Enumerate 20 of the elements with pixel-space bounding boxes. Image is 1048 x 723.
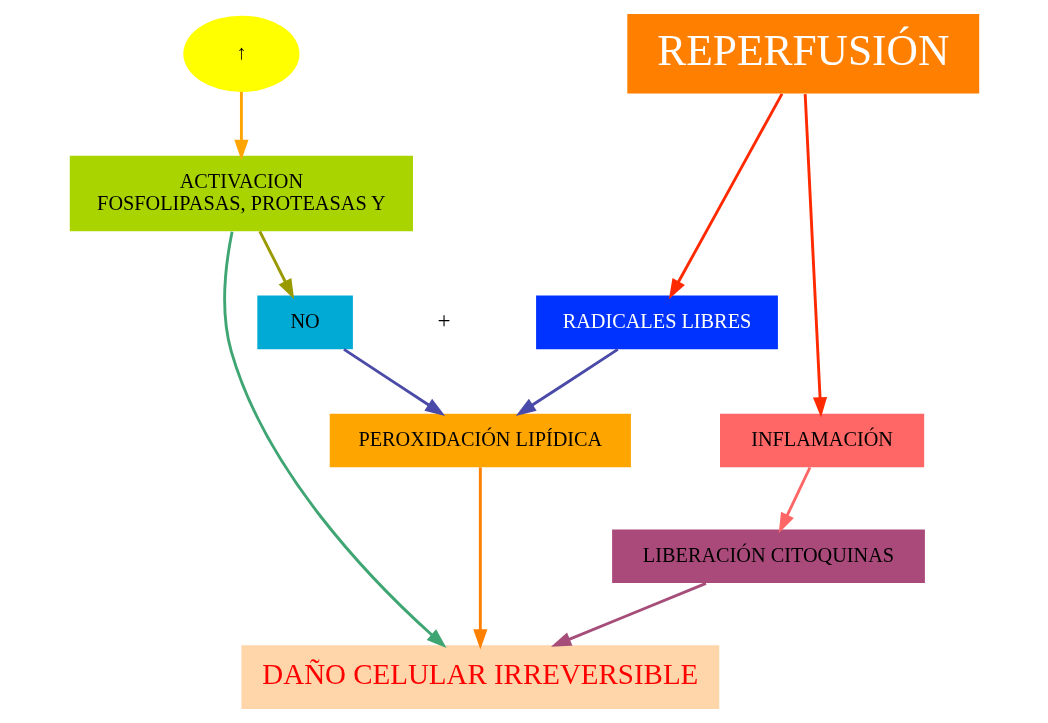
- node-box: RADICALES LIBRES: [535, 295, 778, 350]
- arrow: [778, 466, 811, 534]
- node-box: INFLAMACIÓN: [719, 413, 924, 468]
- arrow: [222, 231, 447, 649]
- node-box: REPERFUSIÓN: [626, 13, 979, 94]
- arrow: [668, 93, 783, 300]
- node-box: PEROXIDACIÓN LIPÍDICA: [329, 413, 631, 468]
- node-ellipse: ↑: [182, 15, 299, 92]
- arrow: [515, 348, 619, 416]
- node-box: LIBERACIÓN CITOQUINAS: [611, 529, 925, 584]
- arrow: [803, 94, 827, 418]
- arrow: [233, 91, 248, 161]
- arrow: [258, 230, 294, 300]
- arrow: [472, 467, 487, 650]
- node-box: DAÑO CELULAR IRREVERSIBLE: [240, 645, 719, 710]
- node-box: NO: [256, 295, 353, 350]
- arrow: [342, 348, 445, 416]
- label: +: [437, 306, 451, 333]
- arrow: [550, 581, 707, 647]
- node-box: ACTIVACION FOSFOLIPASAS, PROTEASAS Y: [69, 155, 413, 232]
